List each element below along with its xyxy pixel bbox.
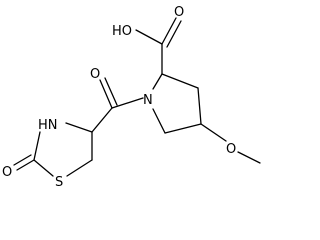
bond-cooh-co-b xyxy=(166,20,182,48)
bond-amide-co-b xyxy=(104,77,118,106)
bond-o-ch3 xyxy=(237,151,261,164)
atom-label-thiazolidine-s: S xyxy=(55,175,63,190)
bond-c4-c5 xyxy=(164,123,202,134)
bond-carbonyl-c4t xyxy=(91,107,113,133)
bond-amide-co-a xyxy=(99,79,113,109)
bond-n-c2 xyxy=(152,73,163,90)
bond-s-c5t xyxy=(66,159,93,177)
atom-label-thiazolidine-nh: HN xyxy=(38,118,58,133)
atom-label-carboxyl-oh: HO xyxy=(112,24,132,39)
bond-c5-n xyxy=(152,108,166,134)
bond-n-carbonyl xyxy=(111,97,144,109)
bond-c2-c3 xyxy=(161,73,199,89)
bond-c2t-s xyxy=(33,159,54,177)
bond-c2t-keto-a xyxy=(16,159,35,171)
bond-c4-ome xyxy=(200,123,227,142)
chemical-structure: HO O N O O HN S O xyxy=(2,5,261,190)
bond-nh-c2t xyxy=(33,131,41,161)
bond-cooh-oh xyxy=(135,29,163,45)
atom-label-ring-n: N xyxy=(143,93,153,108)
bond-c4t-nh xyxy=(65,122,93,133)
atom-label-carboxyl-o: O xyxy=(174,5,184,20)
bond-c2t-keto-b xyxy=(13,154,32,166)
bond-c3-c4 xyxy=(197,87,202,125)
atom-label-keto-o: O xyxy=(2,165,12,180)
bond-cooh-co-a xyxy=(161,17,177,45)
atom-label-methoxy-o: O xyxy=(226,142,236,157)
atom-label-amide-o: O xyxy=(90,67,100,82)
